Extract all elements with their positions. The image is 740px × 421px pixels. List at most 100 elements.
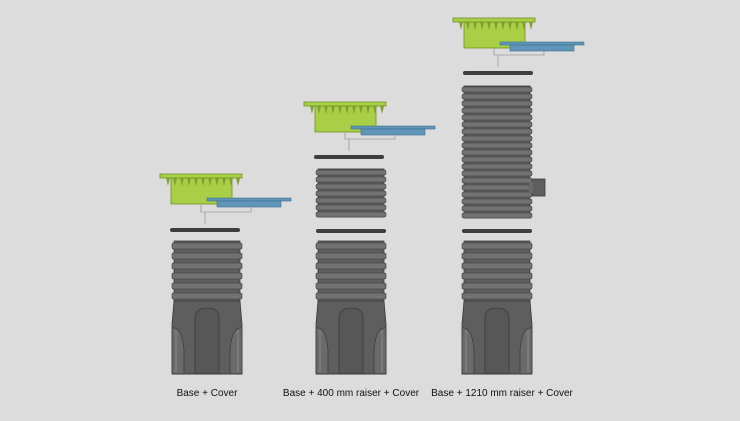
base-body: [173, 240, 241, 302]
configuration-400mm-raiser: [303, 101, 436, 375]
base-ridge: [315, 242, 387, 250]
base-ridge: [171, 242, 243, 250]
raiser-rib: [461, 135, 533, 142]
raiser-rib: [461, 212, 533, 219]
frame-tooth: [501, 22, 505, 30]
frame-tooth: [508, 22, 512, 30]
base-inlet-arch: [194, 307, 220, 375]
cover-lid-body: [216, 200, 282, 208]
raiser-rib: [315, 197, 387, 204]
frame-tooth: [515, 22, 519, 30]
frame-tooth: [366, 106, 370, 114]
base-inlet-arch: [484, 307, 510, 375]
raiser-rib: [315, 176, 387, 183]
raiser-rib: [461, 205, 533, 212]
base-ridge: [171, 262, 243, 270]
frame-tooth: [180, 178, 184, 186]
raiser-rib: [461, 114, 533, 121]
raiser-rib: [461, 142, 533, 149]
raiser-rib: [461, 163, 533, 170]
frame-tooth: [208, 178, 212, 186]
raiser-rib: [461, 100, 533, 107]
cover-frame-flange: [159, 173, 243, 179]
raiser-rib: [461, 177, 533, 184]
cover-lid-flange: [206, 197, 292, 202]
frame-tooth: [494, 22, 498, 30]
side-outlet: [531, 178, 546, 197]
frame-tooth: [324, 106, 328, 114]
frame-tooth: [317, 106, 321, 114]
side-outlet-collar: [529, 182, 533, 193]
base-ridge: [461, 252, 533, 260]
frame-tooth: [373, 106, 377, 114]
base-ridge: [315, 252, 387, 260]
cover-lid-body: [360, 128, 426, 136]
frame-tooth: [380, 106, 384, 114]
base-ridge: [171, 252, 243, 260]
frame-tooth: [310, 106, 314, 114]
inlet-left: [461, 327, 475, 375]
seal-ring: [170, 228, 240, 232]
cover-lid-flange: [499, 41, 585, 46]
inlet-left: [315, 327, 329, 375]
frame-tooth: [215, 178, 219, 186]
frame-tooth: [187, 178, 191, 186]
cover-lid-flange: [350, 125, 436, 130]
frame-tooth: [352, 106, 356, 114]
raiser-rib: [461, 93, 533, 100]
frame-tooth: [201, 178, 205, 186]
caption-base-cover: Base + Cover: [176, 388, 238, 399]
assembly-bracket: [344, 132, 396, 140]
raiser-rib: [461, 86, 533, 93]
base-ridge: [315, 262, 387, 270]
raiser-rib: [461, 184, 533, 191]
assembly-bracket: [200, 204, 252, 213]
frame-tooth: [229, 178, 233, 186]
raiser-rib: [315, 183, 387, 190]
frame-tooth: [466, 22, 470, 30]
cover-frame-flange: [303, 101, 387, 107]
raiser-rib: [461, 149, 533, 156]
raiser-rib: [461, 191, 533, 198]
frame-tooth: [338, 106, 342, 114]
configuration-1210mm-raiser: [452, 17, 585, 375]
frame-tooth: [236, 178, 240, 186]
seal-ring: [314, 155, 384, 159]
frame-tooth: [522, 22, 526, 30]
raiser-rib: [315, 204, 387, 211]
frame-tooth: [166, 178, 170, 186]
frame-tooth: [359, 106, 363, 114]
base-ridge: [171, 292, 243, 300]
base-body: [463, 240, 531, 302]
seal-ring: [463, 71, 533, 75]
cover-lid-body: [509, 44, 575, 52]
frame-tooth: [529, 22, 533, 30]
base-ridge: [461, 262, 533, 270]
raiser-rib: [461, 170, 533, 177]
frame-tooth: [459, 22, 463, 30]
base-ridge: [461, 242, 533, 250]
seal-ring: [316, 229, 386, 233]
base-ridge: [315, 292, 387, 300]
base-inlet-arch: [338, 307, 364, 375]
raiser-rib: [461, 198, 533, 205]
base-ridge: [461, 282, 533, 290]
base-ridge: [171, 282, 243, 290]
raiser-rib: [315, 169, 387, 176]
inlet-left: [171, 327, 185, 375]
raiser-rib: [315, 190, 387, 197]
raiser-rib: [461, 107, 533, 114]
caption-base-1210mm-raiser-cover: Base + 1210 mm raiser + Cover: [431, 388, 573, 399]
configuration-base-cover: [159, 173, 292, 375]
base-ridge: [461, 292, 533, 300]
frame-tooth: [331, 106, 335, 114]
frame-tooth: [480, 22, 484, 30]
frame-tooth: [194, 178, 198, 186]
base-body: [317, 240, 385, 302]
inlet-right: [373, 327, 387, 375]
assembly-bracket: [493, 48, 545, 56]
raiser-rib: [315, 211, 387, 218]
seal-ring: [462, 229, 532, 233]
